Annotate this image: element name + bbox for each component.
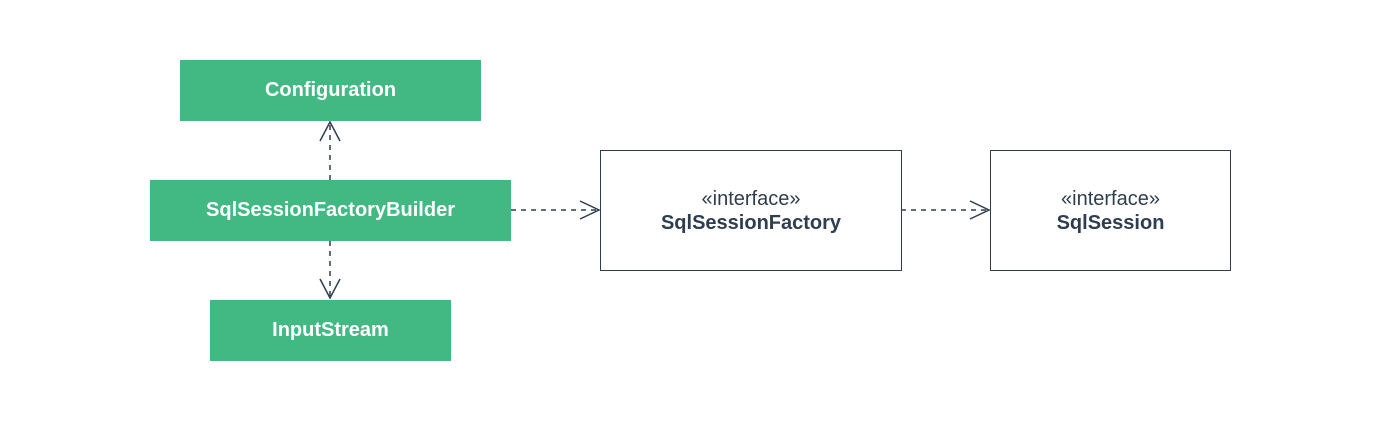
sqlsession-stereotype: «interface» [1061, 187, 1160, 210]
edge-builder-to-sessionfactory [511, 200, 601, 220]
sqlsessionfactory-label: SqlSessionFactory [660, 211, 842, 234]
sqlsessionfactorybuilder-class-box: SqlSessionFactoryBuilder [150, 180, 511, 241]
edge-builder-to-configuration [319, 120, 341, 180]
configuration-class-box: Configuration [180, 60, 481, 121]
open-arrowhead-icon [319, 120, 341, 142]
edge-builder-to-inputstream [319, 241, 341, 300]
edge-sessionfactory-to-session [901, 200, 991, 220]
inputstream-class-box: InputStream [210, 300, 451, 361]
inputstream-label: InputStream [272, 319, 389, 341]
sqlsession-interface-box: «interface» SqlSession [990, 150, 1231, 271]
configuration-label: Configuration [264, 79, 397, 101]
sqlsessionfactory-stereotype: «interface» [701, 187, 801, 210]
sqlsession-label: SqlSession [1056, 211, 1165, 234]
open-arrowhead-icon [969, 200, 991, 220]
open-arrowhead-icon [579, 200, 601, 220]
sqlsessionfactorybuilder-label: SqlSessionFactoryBuilder [206, 199, 455, 221]
open-arrowhead-icon [319, 278, 341, 300]
sqlsessionfactory-interface-box: «interface» SqlSessionFactory [600, 150, 902, 271]
